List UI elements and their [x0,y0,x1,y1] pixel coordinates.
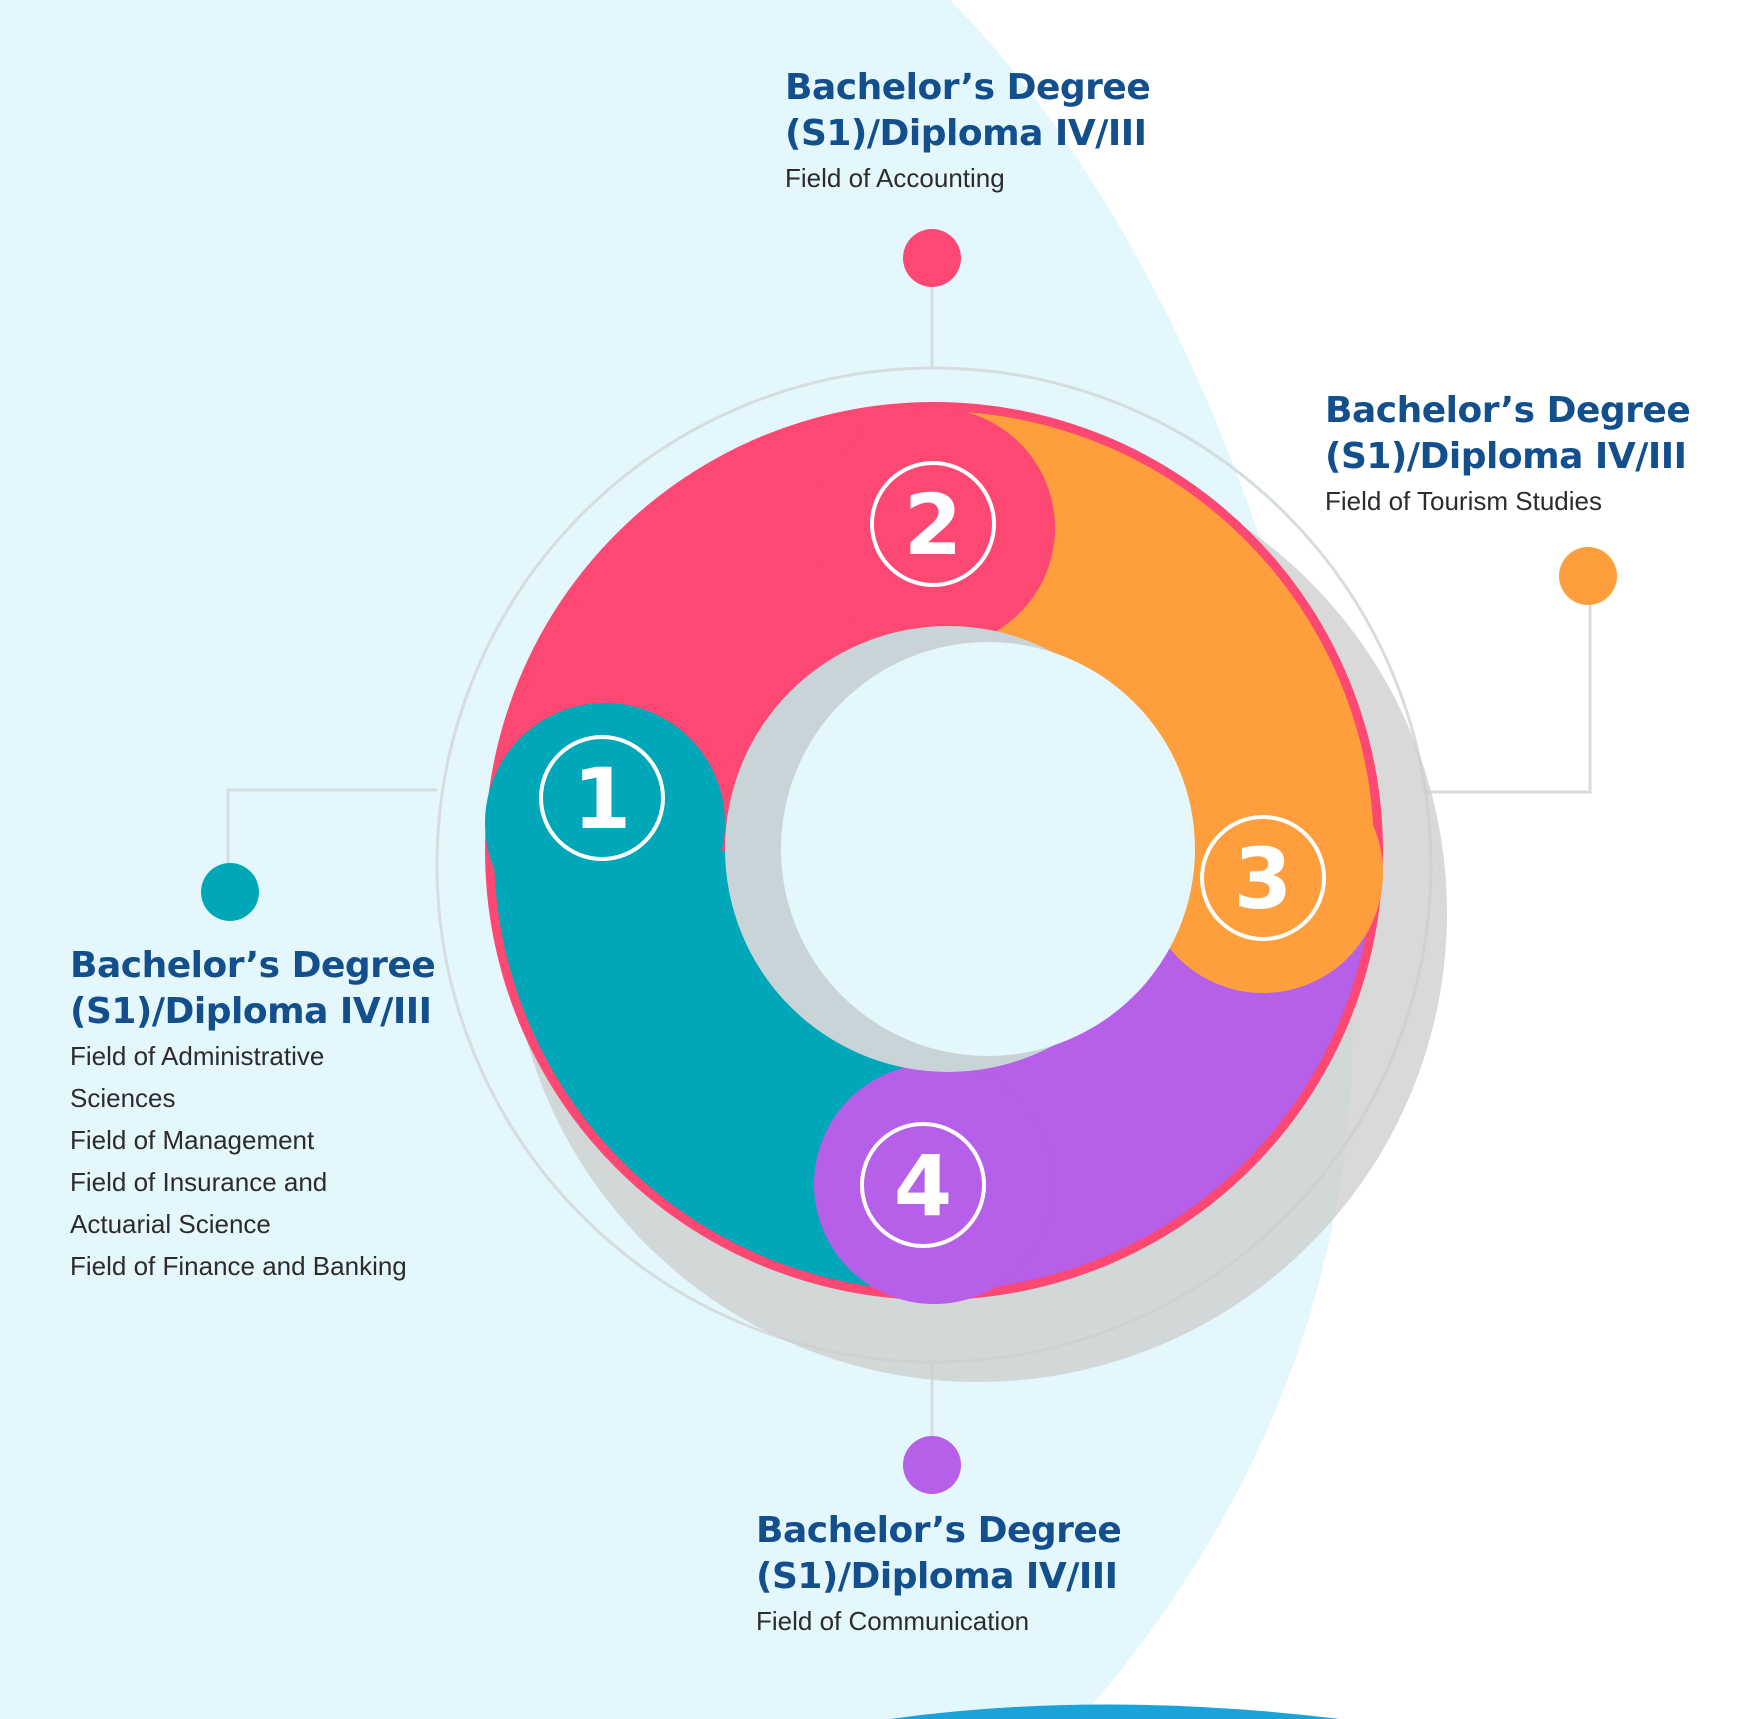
badge-3-circle [1200,815,1326,941]
label-2-title-line1: Bachelor’s Degree [785,67,1151,108]
badge-4-circle [860,1122,986,1248]
badge-2-number: 2 [904,476,962,574]
bottom-band [890,1704,1340,1719]
label-1-field: Field of Administrative [70,1041,325,1071]
label-1-field: Field of Management [70,1125,315,1155]
segment-4-cap [814,1064,1054,1304]
label-1-title-line1: Bachelor’s Degree [70,945,436,986]
label-segment-4: Bachelor’s Degree (S1)/Diploma IV/III Fi… [756,1508,1122,1642]
segment-3-cap [1143,753,1383,993]
badge-3-number: 3 [1234,830,1292,928]
badge-4-number: 4 [894,1137,952,1235]
label-4-field: Field of Communication [756,1606,1030,1636]
label-2-title-line2: (S1)/Diploma IV/III [785,113,1147,154]
label-4-title-line1: Bachelor’s Degree [756,1510,1122,1551]
label-1-field: Sciences [70,1083,176,1113]
label-2-field: Field of Accounting [785,163,1005,193]
label-segment-2: Bachelor’s Degree (S1)/Diploma IV/III Fi… [785,65,1151,199]
dot-4 [903,1436,961,1494]
dot-1 [201,863,259,921]
badge-1-circle [539,735,665,861]
label-1-field: Actuarial Science [70,1209,271,1239]
segment-2-cap [815,408,1055,648]
label-1-field: Field of Insurance and [70,1167,328,1197]
badge-1-number: 1 [573,750,631,848]
label-3-title-line2: (S1)/Diploma IV/III [1325,436,1687,477]
label-1-title-line2: (S1)/Diploma IV/III [70,991,432,1032]
segment-1-cap [485,703,725,943]
dot-2 [903,229,961,287]
label-segment-3: Bachelor’s Degree (S1)/Diploma IV/III Fi… [1325,388,1691,522]
label-segment-1: Bachelor’s Degree (S1)/Diploma IV/III Fi… [70,943,436,1287]
label-4-title-line2: (S1)/Diploma IV/III [756,1556,1118,1597]
number-badges [539,461,1326,1248]
label-3-field: Field of Tourism Studies [1325,486,1602,516]
dot-3 [1559,547,1617,605]
badge-2-circle [870,461,996,587]
label-1-field: Field of Finance and Banking [70,1251,407,1281]
donut-ring [485,402,1383,1304]
inner-hole [781,642,1195,1056]
label-3-title-line1: Bachelor’s Degree [1325,390,1691,431]
connector-line-1 [226,788,437,892]
connector-line-3 [1425,577,1592,794]
